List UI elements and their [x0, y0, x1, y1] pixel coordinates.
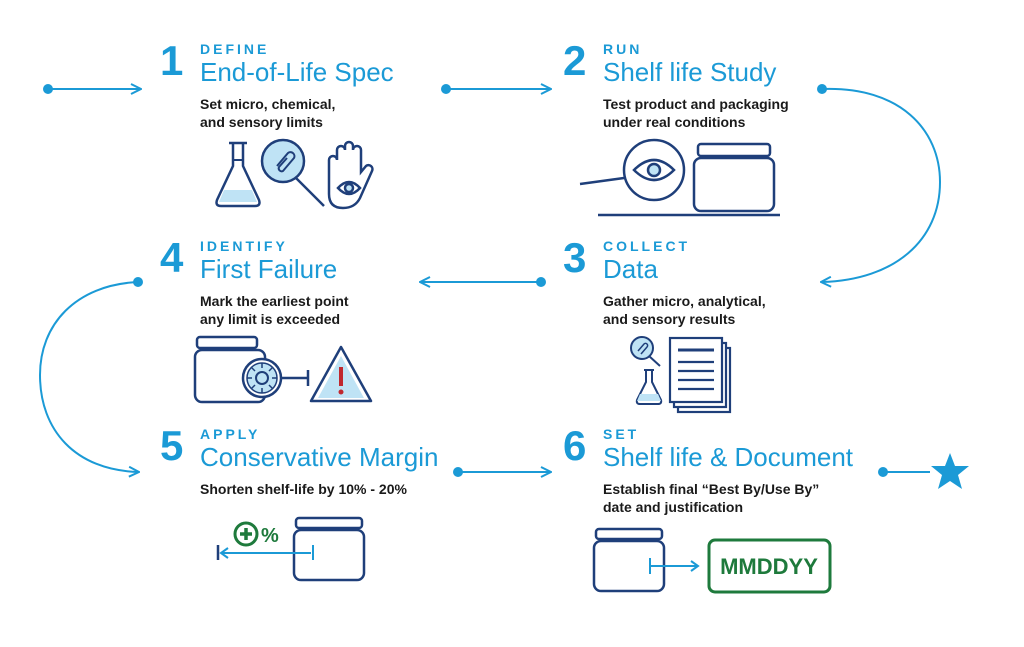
document-stack-icon [668, 336, 732, 414]
description-line: Set micro, chemical, [200, 96, 336, 112]
description-line: and sensory results [603, 310, 736, 327]
step-number: 4 [160, 234, 184, 281]
step-number: 3 [563, 234, 587, 281]
magnifier-icon [260, 138, 325, 207]
step-number: 1 [160, 37, 184, 84]
percent-label: % [261, 525, 279, 547]
container-shorten-icon [216, 516, 366, 582]
description-line: under real conditions [603, 113, 746, 130]
step-verb: IDENTIFY [200, 238, 288, 254]
step-title: Conservative Margin [200, 442, 439, 472]
description-line: and sensory limits [200, 113, 323, 130]
star-icon [931, 453, 969, 489]
step-number: 6 [563, 422, 587, 469]
connector-end [878, 467, 930, 477]
date-label-icon: MMDDYY [592, 527, 832, 594]
step-description: Shorten shelf-life by 10% - 20% [200, 481, 407, 499]
small-flask-icon [635, 369, 663, 405]
step-number: 2 [563, 37, 587, 84]
description-line: any limit is exceeded [200, 310, 341, 327]
connector-5-to-6 [453, 467, 550, 477]
step-description: Test product and packaging under real co… [603, 96, 789, 131]
step-verb: DEFINE [200, 41, 270, 57]
description-line: Shorten shelf-life by 10% - 20% [200, 481, 407, 497]
container-icon [598, 142, 780, 217]
connector-1-to-2 [441, 84, 550, 94]
step-description: Set micro, chemical, and sensory limits [200, 96, 335, 131]
description-line: Gather micro, analytical, [603, 293, 766, 309]
hand-eye-icon [327, 140, 374, 210]
date-format-label: MMDDYY [720, 554, 818, 579]
description-line: Test product and packaging [603, 96, 789, 112]
connector-2-to-3 [817, 84, 942, 282]
step-description: Mark the earliest point any limit is exc… [200, 293, 349, 328]
connector-start [43, 84, 140, 94]
step-verb: COLLECT [603, 238, 691, 254]
eye-magnifier-icon [579, 138, 686, 202]
description-line: date and justification [603, 498, 744, 515]
step-verb: RUN [603, 41, 643, 57]
step-verb: APPLY [200, 426, 261, 442]
step-title: Shelf life & Document [603, 442, 854, 472]
plus-percent-icon: % [233, 521, 279, 547]
microbe-magnifier-icon [193, 335, 310, 404]
description-line: Mark the earliest point [200, 293, 349, 309]
step-title: End-of-Life Spec [200, 57, 394, 87]
step-number: 5 [160, 422, 184, 469]
warning-icon [309, 345, 373, 403]
step-title: Shelf life Study [603, 57, 777, 87]
small-magnifier-icon [630, 336, 661, 367]
step-description: Establish final “Best By/Use By” date an… [603, 481, 819, 516]
connector-4-to-5 [38, 277, 143, 472]
connector-3-to-4 [421, 277, 546, 287]
flask-icon [215, 141, 261, 208]
description-line: Establish final “Best By/Use By” [603, 481, 820, 497]
step-title: Data [603, 254, 658, 284]
step-verb: SET [603, 426, 640, 442]
step-description: Gather micro, analytical, and sensory re… [603, 293, 766, 328]
step-title: First Failure [200, 254, 338, 284]
